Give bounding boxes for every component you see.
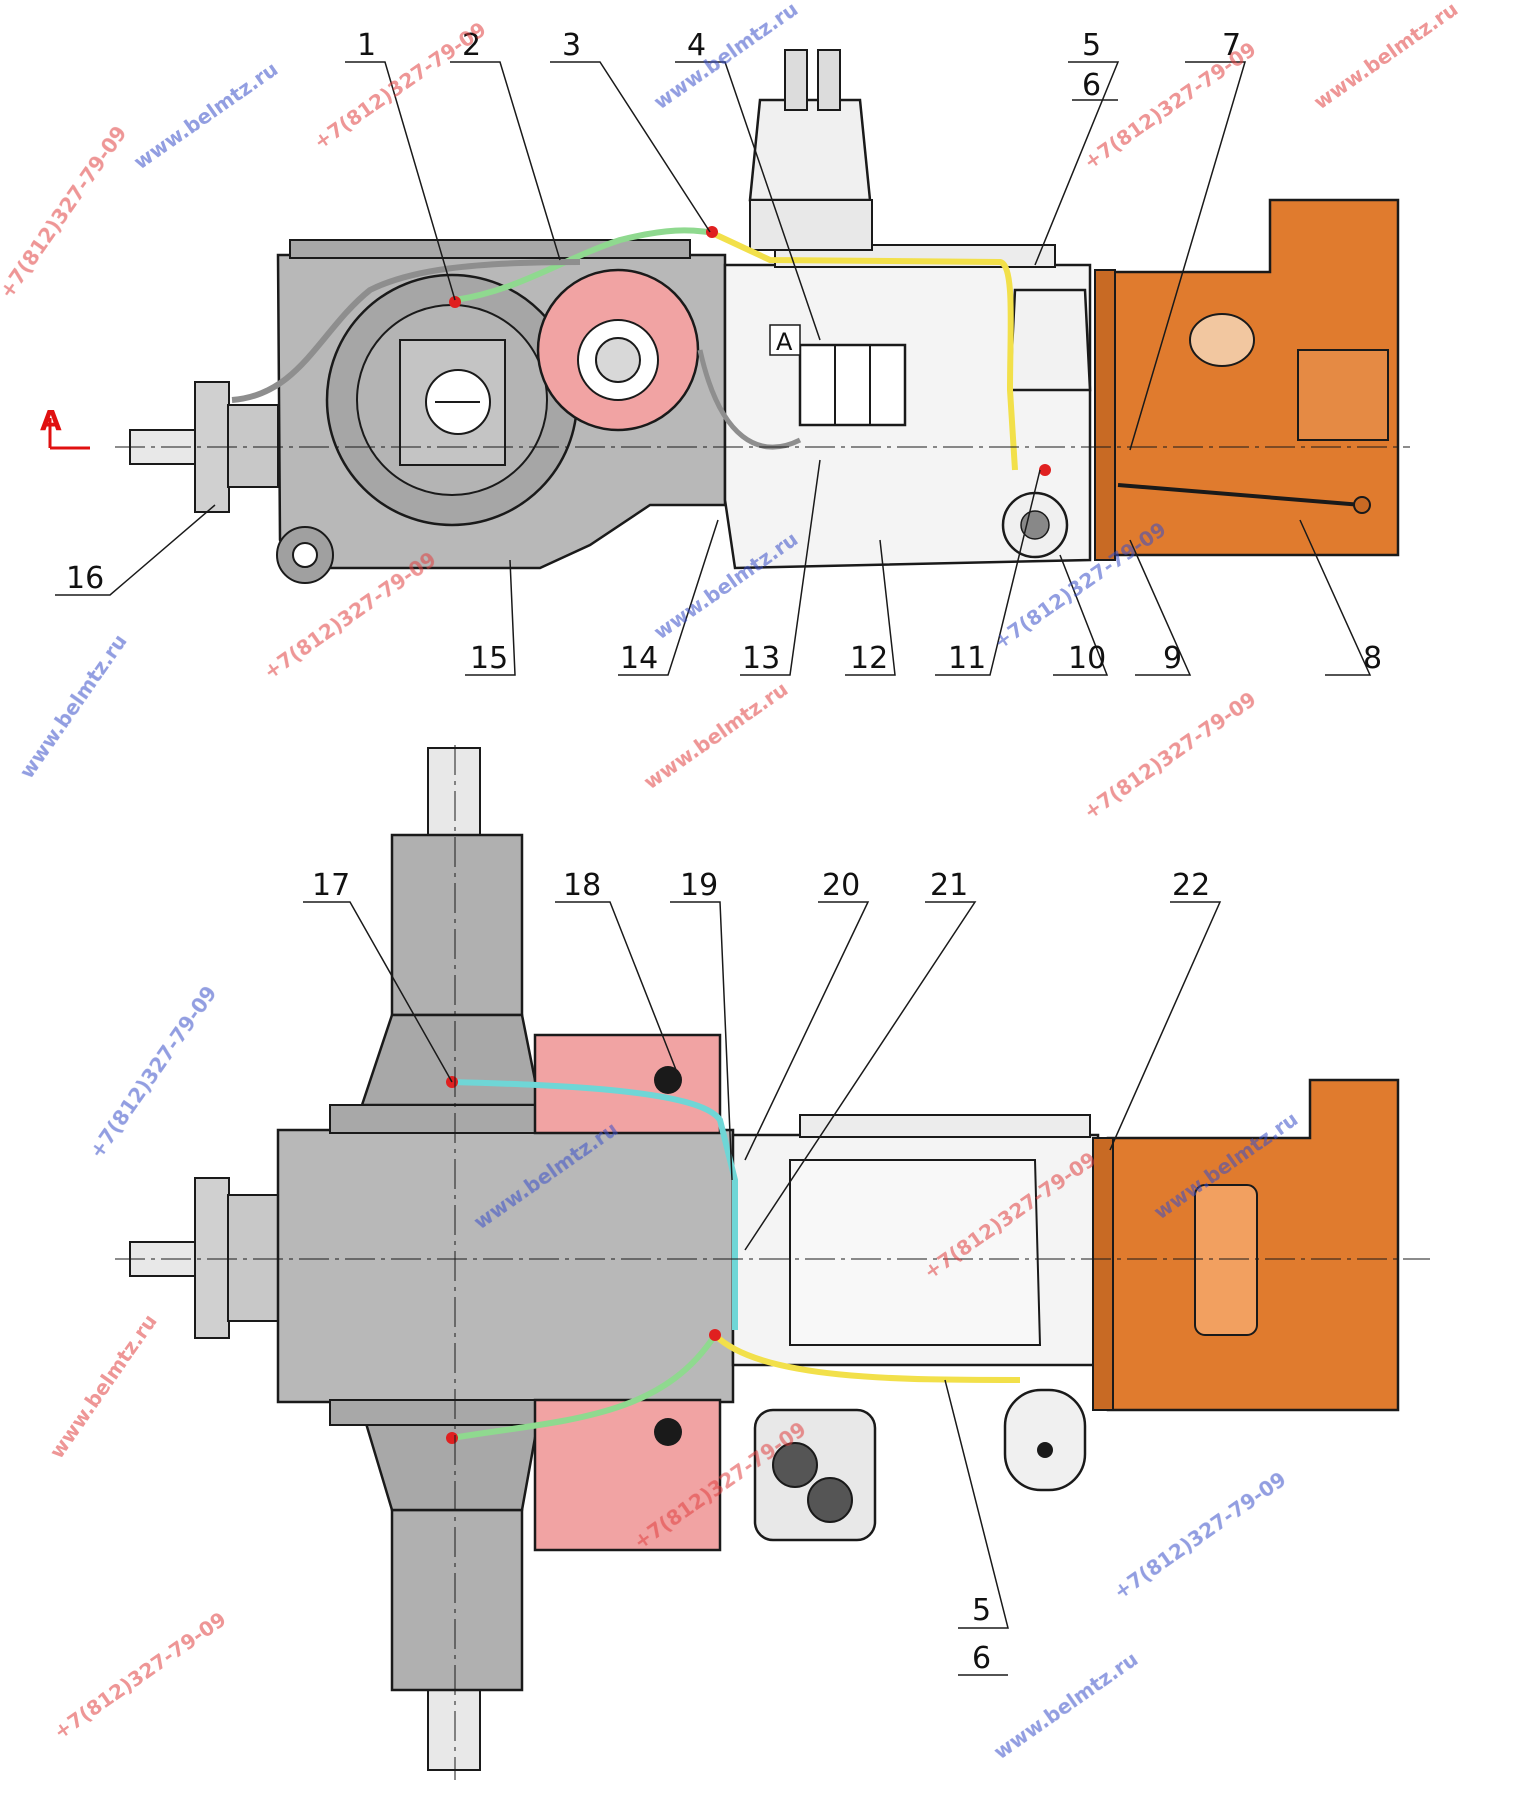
axle-shaft-bottom [427,1689,481,1771]
plan-fitting-bottom [446,1432,458,1444]
callout-1: 1 [357,28,376,63]
view-marker-letter: A [776,328,793,356]
housing-top-band [289,239,691,259]
side-view [115,49,1410,584]
callout-15: 15 [470,641,508,676]
watermark-phone-11: +7(812)327-79-09 [49,1607,230,1744]
plan-housing-band-bottom [329,1399,536,1426]
fitting-11 [1039,464,1051,476]
watermark-site-2: www.belmtz.ru [649,0,802,114]
shift-lever-boot-1 [784,49,808,111]
callout-8: 8 [1363,641,1382,676]
plan-line-green [451,1333,718,1441]
callout-11: 11 [948,641,986,676]
watermark-site-1: www.belmtz.ru [129,57,282,174]
shift-tower-base [749,199,873,251]
fitting-1 [449,296,461,308]
brake-housing-bottom [533,1398,722,1552]
callout-9: 9 [1163,641,1182,676]
plan-line-cyan [451,1079,738,1330]
callout-19: 19 [680,868,718,903]
callout-3: 3 [562,28,581,63]
watermark-site-10: www.belmtz.ru [989,1647,1142,1764]
orange-cover-plate [1297,349,1389,441]
callout-6-bottom: 6 [972,1641,991,1676]
plan-line-yellow [712,1332,1021,1383]
pto-port-1 [772,1442,818,1488]
watermark-phone-2: +7(812)327-79-09 [1079,37,1260,174]
watermark-phone-3: +7(812)327-79-09 [0,121,132,302]
watermark-site-4: www.belmtz.ru [649,527,802,644]
axle-sleeve-top [390,833,524,1017]
plan-output-flange [194,1177,230,1339]
line-gray-center [697,349,802,450]
mounting-ear-hole [292,542,318,568]
orange-port [1189,313,1255,367]
callout-12: 12 [850,641,888,676]
callout-21: 21 [930,868,968,903]
line-yellow-top [708,229,1018,471]
plan-gearbox-top [799,1114,1091,1138]
watermark-phone-10: +7(812)327-79-09 [1109,1467,1290,1604]
line-green-top [454,227,711,303]
plan-inspection-cover [789,1159,1042,1346]
callout-17: 17 [312,868,350,903]
watermark-phone-6: +7(812)327-79-09 [1079,687,1260,824]
watermark-site-6: www.belmtz.ru [639,677,792,794]
clutch-housing-flange [1094,269,1116,561]
plan-flange-hub [227,1194,279,1322]
callout-14: 14 [620,641,658,676]
callout-13: 13 [742,641,780,676]
pto-port-2 [807,1477,853,1523]
oil-filter [1008,288,1092,392]
plan-view [115,745,1430,1780]
callout-leaders [55,61,1372,1676]
callout-6-top: 6 [1082,68,1101,103]
hydraulic-distributor [798,343,907,427]
callout-16: 16 [66,561,104,596]
callout-18: 18 [563,868,601,903]
watermark-site-3: www.belmtz.ru [1309,0,1462,114]
shift-lever-boot-2 [817,49,841,111]
callout-numbers: 1 2 3 4 5 6 7 8 9 10 11 12 13 14 15 16 1… [66,28,1382,1676]
flange-hub [227,404,279,488]
axle-taper-top [360,1013,542,1107]
plan-fitting-center [709,1329,721,1341]
tie-rod [1117,483,1363,507]
plan-orange-window [1194,1184,1258,1336]
line-gray-left [231,259,581,403]
section-marker: A [40,404,90,450]
callout-2: 2 [462,28,481,63]
plan-clutch-flange [1092,1137,1114,1411]
callout-7: 7 [1222,28,1241,63]
watermark-site-9: www.belmtz.ru [44,1310,161,1463]
watermark-site-5: www.belmtz.ru [14,630,131,783]
axle-sleeve-bottom [390,1508,524,1692]
view-marker: A [769,324,801,356]
fitting-3 [706,226,718,238]
brake-hub [595,337,641,383]
axle-shaft-top [427,747,481,839]
watermark-phone-7: +7(812)327-79-09 [84,981,221,1162]
callout-10: 10 [1068,641,1106,676]
shift-tower [748,98,872,202]
plan-filter-drum [1003,1388,1087,1492]
callout-22: 22 [1172,868,1210,903]
callout-4: 4 [687,28,706,63]
watermark-phone-1: +7(812)327-79-09 [309,17,490,154]
callout-5-top: 5 [1082,28,1101,63]
plan-axle-housing [276,1128,735,1404]
plan-housing-band-top [329,1104,536,1134]
callout-20: 20 [822,868,860,903]
callout-5-bottom: 5 [972,1593,991,1628]
